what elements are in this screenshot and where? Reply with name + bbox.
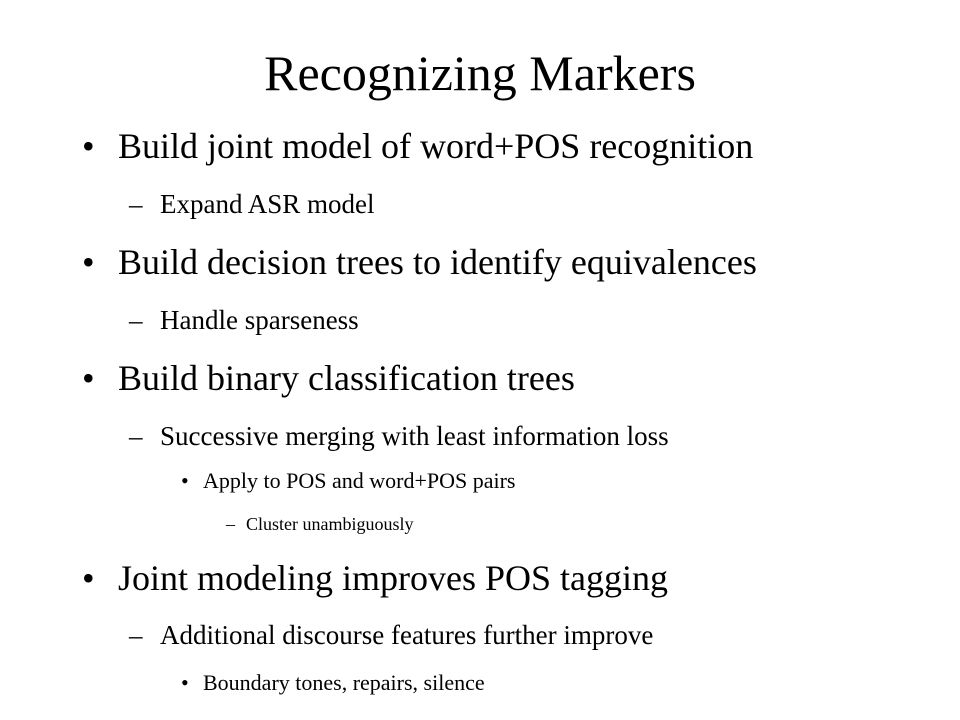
bullet-text: Handle sparseness [160,305,359,335]
bullet-text: Apply to POS and word+POS pairs [203,468,516,493]
bullet-dot-icon: • [181,468,189,493]
bullet-text: Cluster unambiguously [246,514,414,534]
bullet-dot-icon: • [181,670,189,695]
bullet-level4: – Cluster unambiguously [226,512,414,536]
bullet-level2: – Handle sparseness [129,303,359,337]
bullet-text: Expand ASR model [160,189,375,219]
bullet-text: Additional discourse features further im… [160,620,654,650]
bullet-level2: – Additional discourse features further … [129,618,654,652]
bullet-dot-icon: • [82,242,95,282]
bullet-level1: • Build decision trees to identify equiv… [82,240,757,284]
bullet-text: Build joint model of word+POS recognitio… [118,126,754,166]
bullet-dash-icon: – [226,514,235,534]
bullet-text: Successive merging with least informatio… [160,421,669,451]
bullet-dot-icon: • [82,358,95,398]
slide-title: Recognizing Markers [264,45,696,101]
bullet-text: Joint modeling improves POS tagging [118,558,669,598]
bullet-dash-icon: – [129,189,143,219]
bullet-dash-icon: – [129,620,143,650]
bullet-level3: • Apply to POS and word+POS pairs [181,467,516,495]
bullet-level3: • Boundary tones, repairs, silence [181,669,485,697]
bullet-level2: – Successive merging with least informat… [129,419,669,453]
bullet-level2: – Expand ASR model [129,187,375,221]
bullet-level1: • Build joint model of word+POS recognit… [82,124,754,168]
bullet-dash-icon: – [129,305,143,335]
bullet-level1: • Build binary classification trees [82,356,575,400]
bullet-text: Boundary tones, repairs, silence [203,670,485,695]
bullet-text: Build decision trees to identify equival… [118,242,757,282]
bullet-text: Build binary classification trees [118,358,575,398]
bullet-dash-icon: – [129,421,143,451]
bullet-dot-icon: • [82,558,95,598]
bullet-dot-icon: • [82,126,95,166]
bullet-level1: • Joint modeling improves POS tagging [82,556,669,600]
